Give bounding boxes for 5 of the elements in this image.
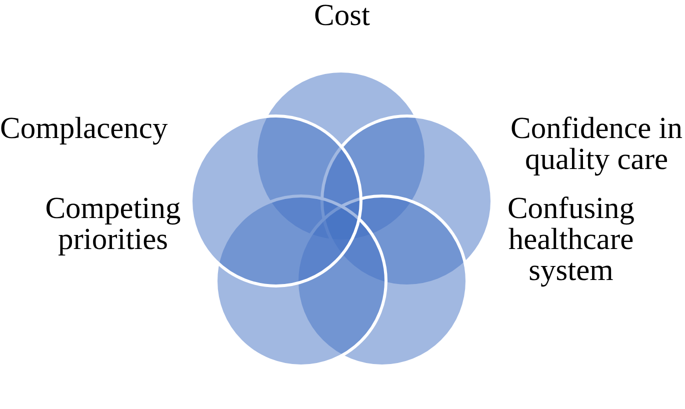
category-label: Complacency: [0, 113, 169, 144]
category-label: Confidence in quality care: [510, 113, 684, 175]
category-label: Confusing healthcare system: [506, 193, 636, 286]
category-label: Cost: [313, 0, 371, 31]
category-label: Competing priorities: [44, 193, 182, 255]
